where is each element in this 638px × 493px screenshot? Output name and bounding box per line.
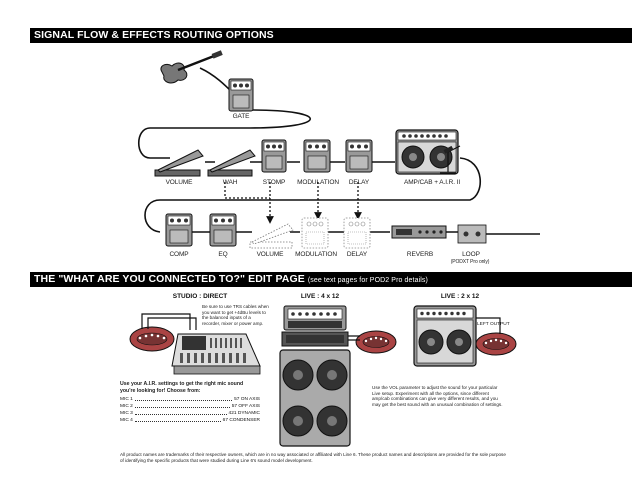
mic-row: MIC 4 67 CONDENSER [120, 417, 260, 424]
mic-row: MIC 3 421 DYNAMIC [120, 410, 260, 417]
volume-pedal-icon [154, 149, 204, 177]
reverb-rack-icon [391, 225, 447, 239]
air-heading-2: you're looking for! Choose from: [120, 387, 201, 394]
mic-label: MIC 1 [120, 397, 133, 402]
row2-volume-label: VOLUME [256, 251, 284, 258]
vol-parameter-tip: Use the VOL parameter to adjust the soun… [372, 385, 503, 407]
cable-studio-1 [141, 313, 191, 330]
mic-row: MIC 2 57 OFF AXIS [120, 403, 260, 410]
route-wah-volume [224, 182, 270, 199]
cabinet-4x12-icon [279, 349, 351, 447]
live-4x12-heading: LIVE : 4 x 12 [300, 293, 340, 300]
modulation-ghost-pedal-icon [301, 217, 329, 249]
loop-note: (PODXT Pro only) [450, 259, 490, 265]
edit-page-banner: THE "WHAT ARE YOU CONNECTED TO?" EDIT PA… [30, 272, 632, 287]
cable-studio-2 [147, 317, 197, 330]
mic-value: 67 CONDENSER [222, 418, 260, 423]
combo-2x12-icon [413, 305, 477, 367]
pod-unit-live4x12-icon [355, 330, 397, 354]
pod-unit-live2x12-icon [475, 332, 517, 356]
mic-value: 57 OFF AXIS [231, 404, 260, 409]
delay-ghost-pedal-icon [343, 217, 371, 249]
mic-row: MIC 1 57 ON AXIS [120, 396, 260, 403]
mic-icon [440, 145, 461, 174]
row1-stomp-label: STOMP [262, 179, 286, 186]
amp-cab-icon [395, 129, 459, 175]
row1-wah-label: WAH [222, 179, 238, 186]
eq-pedal-icon [209, 213, 237, 247]
row1-modulation-label: MODULATION [297, 179, 339, 186]
volume-pedal-ghost-icon [249, 223, 294, 249]
cable-live4x12 [348, 335, 360, 341]
pod-unit-studio-icon [129, 326, 175, 352]
mixer-icon [171, 333, 261, 375]
mic-label: MIC 4 [120, 418, 133, 423]
gate-label: GATE [232, 113, 250, 120]
comp-pedal-icon [165, 213, 193, 247]
row2-loop-label: LOOP [462, 251, 480, 258]
studio-trs-tip: Be sure to use TRS cables when you want … [202, 304, 269, 326]
row1-volume-label: VOLUME [165, 179, 193, 186]
row2-delay-label: DELAY [346, 251, 368, 258]
mic-value: 57 ON AXIS [234, 397, 260, 402]
wah-pedal-icon [207, 149, 256, 177]
row1-delay-label: DELAY [348, 179, 370, 186]
mic-value: 421 DYNAMIC [228, 411, 260, 416]
guitar-icon [160, 50, 223, 84]
row2-modulation-label: MODULATION [295, 251, 337, 258]
edit-page-title: THE "WHAT ARE YOU CONNECTED TO?" EDIT PA… [34, 273, 305, 285]
gate-pedal-icon [228, 78, 254, 112]
power-amp-icon [281, 331, 349, 347]
left-output-label: LEFT OUTPUT [477, 322, 510, 327]
row2-reverb-label: REVERB [406, 251, 434, 258]
signal-flow-banner: SIGNAL FLOW & EFFECTS ROUTING OPTIONS [30, 28, 632, 43]
trademark-footer: All product names are trademarks of thei… [120, 452, 506, 463]
modulation-pedal-icon [303, 139, 331, 173]
mic-label: MIC 3 [120, 411, 133, 416]
cable-live2x12 [476, 317, 501, 334]
cable-row1-row2 [144, 157, 482, 233]
mic-label: MIC 2 [120, 404, 133, 409]
air-mic-list: Use your A.I.R. settings to get the righ… [120, 381, 260, 424]
air-heading-1: Use your A.I.R. settings to get the righ… [120, 381, 244, 387]
live-2x12-heading: LIVE : 2 x 12 [440, 293, 480, 300]
row2-eq-label: EQ [218, 251, 228, 258]
edit-page-note: (see text pages for POD2 Pro details) [307, 277, 428, 284]
stomp-pedal-icon [261, 139, 287, 173]
row1-amp-cab-label: AMP/CAB + A.I.R. II [403, 179, 461, 186]
amp-head-icon [283, 305, 347, 331]
delay-pedal-icon [345, 139, 373, 173]
cable-gate-row1 [137, 109, 312, 159]
signal-flow-title: SIGNAL FLOW & EFFECTS ROUTING OPTIONS [34, 29, 274, 41]
row2-comp-label: COMP [169, 251, 189, 258]
loop-icon [457, 224, 487, 244]
studio-direct-heading: STUDIO : DIRECT [172, 293, 228, 300]
